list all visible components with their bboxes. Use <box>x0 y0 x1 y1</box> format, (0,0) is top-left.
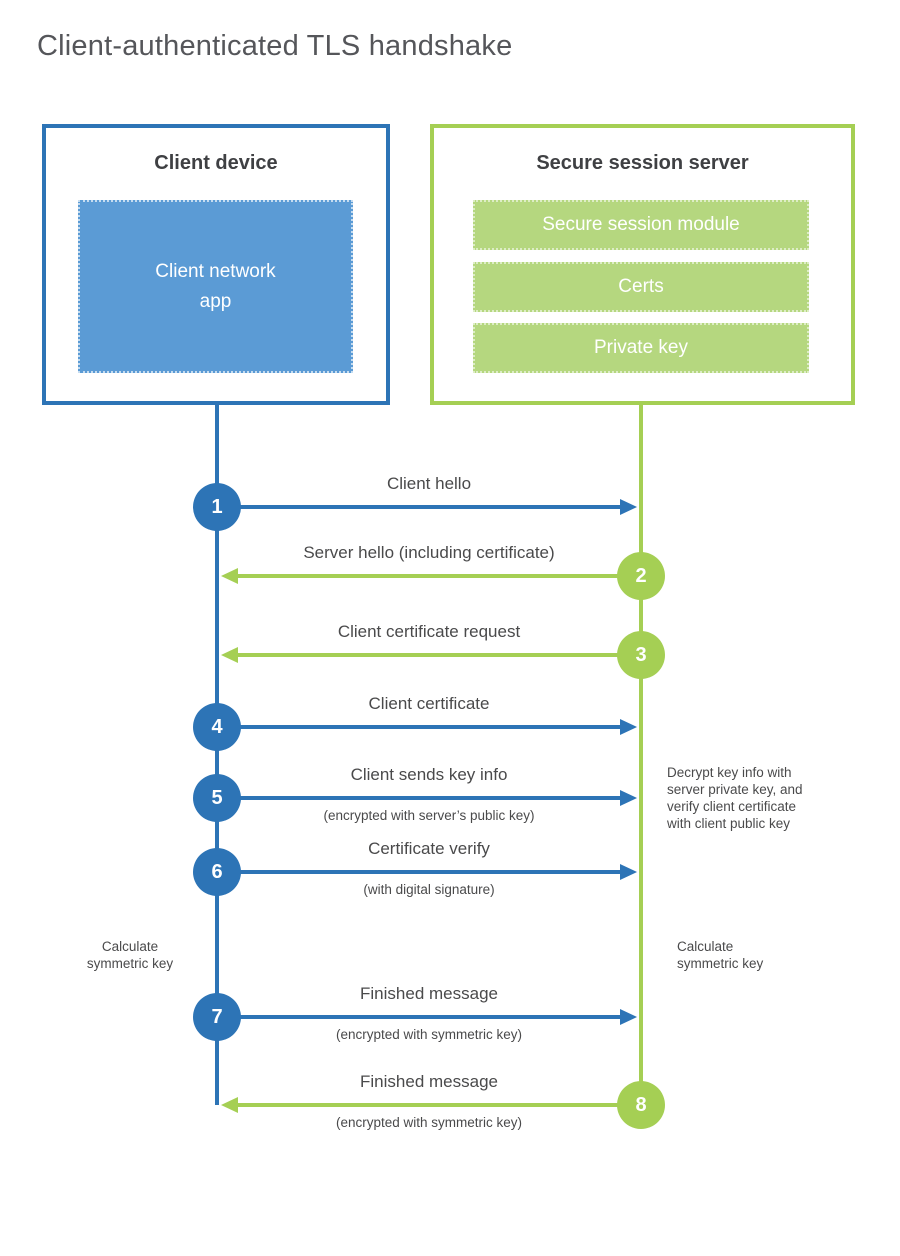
calculate-symmetric-key-note-client: Calculate symmetric key <box>86 939 174 971</box>
step-badge-7: 7 <box>193 993 241 1041</box>
left-arrow-icon <box>237 1103 641 1107</box>
secure-session-server-title: Secure session server <box>536 152 749 174</box>
step-badge-3: 3 <box>617 631 665 679</box>
decrypt-key-info-note: Decrypt key info with server private key… <box>667 765 803 831</box>
right-arrow-icon <box>217 870 621 874</box>
message-7-label: Finished message <box>360 984 498 1003</box>
message-5-label: Client sends key info <box>350 765 508 784</box>
left-arrow-icon <box>237 653 641 657</box>
message-3-label: Client certificate request <box>337 622 521 641</box>
calculate-symmetric-key-note-server: Calculate symmetric key <box>677 939 764 971</box>
step-badge-5: 5 <box>193 774 241 822</box>
step-badge-4: 4 <box>193 703 241 751</box>
step-badge-8: 8 <box>617 1081 665 1129</box>
message-8-sublabel: (encrypted with symmetric key) <box>335 1115 523 1130</box>
right-arrow-icon <box>217 505 621 509</box>
step-badge-1: 1 <box>193 483 241 531</box>
server-module-secure-session: Secure session module <box>473 200 809 250</box>
message-6-sublabel: (with digital signature) <box>363 882 495 897</box>
client-device-title: Client device <box>154 152 278 174</box>
page-title: Client-authenticated TLS handshake <box>37 30 513 62</box>
right-arrow-icon <box>217 1015 621 1019</box>
client-lifeline <box>215 405 219 1105</box>
left-arrow-icon <box>237 574 641 578</box>
message-1-label: Client hello <box>386 474 472 493</box>
message-6-label: Certificate verify <box>368 839 490 858</box>
step-badge-6: 6 <box>193 848 241 896</box>
right-arrow-icon <box>217 796 621 800</box>
right-arrow-icon <box>217 725 621 729</box>
message-5-sublabel: (encrypted with server’s public key) <box>323 808 535 823</box>
message-2-label: Server hello (including certificate) <box>303 543 555 562</box>
message-8-label: Finished message <box>360 1072 498 1091</box>
step-badge-2: 2 <box>617 552 665 600</box>
message-4-label: Client certificate <box>368 694 490 713</box>
server-module-private-key: Private key <box>473 323 809 373</box>
server-lifeline <box>639 405 643 1105</box>
client-network-app-box: Client network app <box>78 200 353 373</box>
server-module-certs: Certs <box>473 262 809 312</box>
message-7-sublabel: (encrypted with symmetric key) <box>335 1027 523 1042</box>
